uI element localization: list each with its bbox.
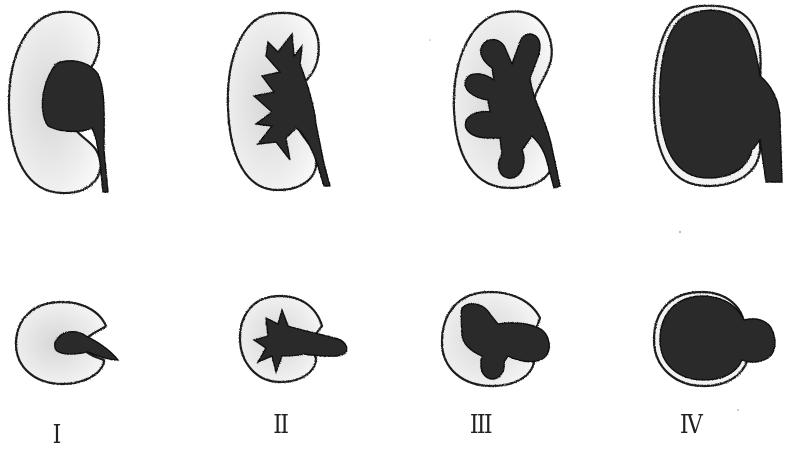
grade-2-longitudinal-kidney [228, 13, 330, 190]
grade-3-transverse-kidney [442, 292, 549, 386]
grade-label-1: I [53, 420, 60, 450]
grade-3-longitudinal-kidney [454, 11, 560, 188]
collecting-system [660, 296, 775, 380]
collecting-system [660, 10, 782, 182]
grade-label-4: IV [680, 410, 701, 440]
grade-1-transverse-kidney [16, 302, 118, 384]
grade-4-longitudinal-kidney [654, 6, 782, 186]
grade-1-longitudinal-kidney [9, 12, 108, 193]
grade-2-transverse-kidney [240, 296, 347, 382]
grade-4-transverse-kidney [654, 292, 775, 386]
grade-label-3: III [470, 410, 491, 440]
grade-label-2: II [273, 410, 287, 440]
